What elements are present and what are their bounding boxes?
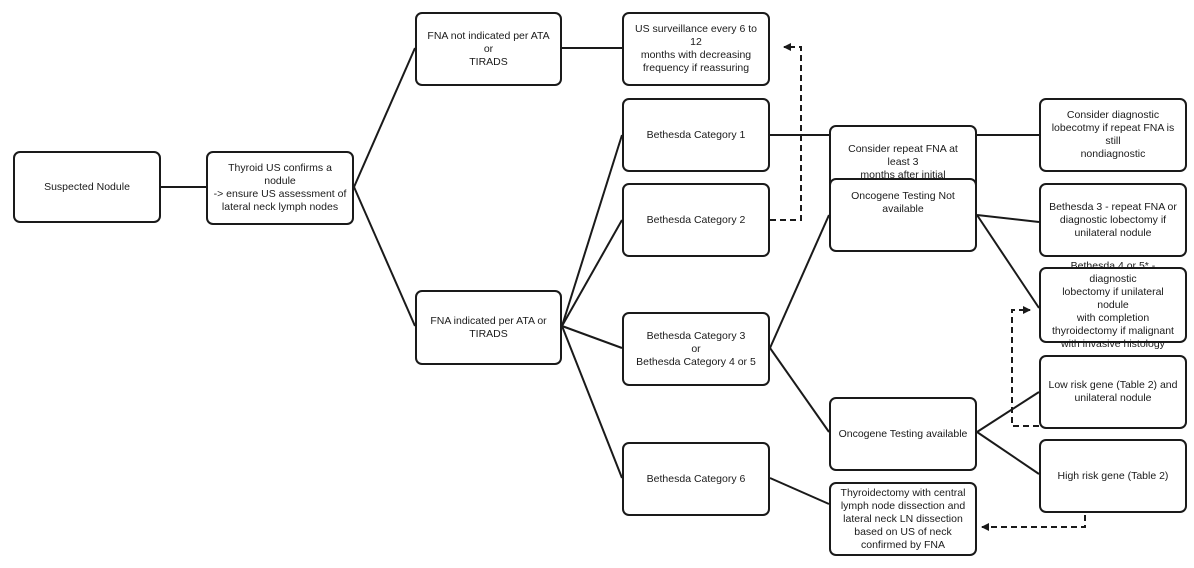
dashed-arrow-lowrisk-beth45r xyxy=(1011,306,1039,427)
dashed-arrow-highrisk-thyroidectomy xyxy=(981,515,1086,531)
edge-onc-not-beth45r xyxy=(976,214,1040,309)
edge-fna-ind-beth2 xyxy=(561,219,623,327)
edge-fna-ind-beth345 xyxy=(561,325,623,349)
node-bethesda-3-4-5: Bethesda Category 3 or Bethesda Category… xyxy=(622,312,770,386)
edge-thyroid-fna-not xyxy=(353,47,416,188)
node-suspected-nodule: Suspected Nodule xyxy=(13,151,161,223)
node-repeat-fna: Consider repeat FNA at least 3 months af… xyxy=(829,125,977,199)
node-oncogene-not-available: Oncogene Testing Not available xyxy=(829,178,977,252)
node-us-surveillance: US surveillance every 6 to 12 months wit… xyxy=(622,12,770,86)
node-diagnostic-lobectomy: Consider diagnostic lobecotmy if repeat … xyxy=(1039,98,1187,172)
node-thyroidectomy: Thyroidectomy with central lymph node di… xyxy=(829,482,977,556)
edge-beth345-onc-not xyxy=(769,214,830,349)
edge-beth6-thyroidectomy xyxy=(769,477,830,505)
dashed-arrow-beth2-surveil xyxy=(770,43,802,221)
node-thyroid-us: Thyroid US confirms a nodule -> ensure U… xyxy=(206,151,354,225)
node-bethesda-1: Bethesda Category 1 xyxy=(622,98,770,172)
edge-beth345-onc-av xyxy=(769,347,830,433)
node-fna-not-indicated: FNA not indicated per ATA or TIRADS xyxy=(415,12,562,86)
node-bethesda-4-5-lobectomy: Bethesda 4 or 5* - diagnostic lobectomy … xyxy=(1039,260,1187,350)
node-bethesda-3-repeat: Bethesda 3 - repeat FNA or diagnostic lo… xyxy=(1039,183,1187,257)
edge-onc-not-beth3r xyxy=(976,214,1040,223)
node-oncogene-available: Oncogene Testing available xyxy=(829,397,977,471)
edge-onc-av-highrisk xyxy=(976,431,1040,475)
node-bethesda-2: Bethesda Category 2 xyxy=(622,183,770,257)
node-fna-indicated: FNA indicated per ATA or TIRADS xyxy=(415,290,562,365)
edge-onc-av-lowrisk xyxy=(976,391,1040,433)
edge-fna-ind-beth1 xyxy=(561,134,623,327)
node-high-risk-gene: High risk gene (Table 2) xyxy=(1039,439,1187,513)
node-bethesda-6: Bethesda Category 6 xyxy=(622,442,770,516)
edge-fna-ind-beth6 xyxy=(561,325,623,479)
edge-thyroid-fna-ind xyxy=(353,186,416,327)
node-low-risk-gene: Low risk gene (Table 2) and unilateral n… xyxy=(1039,355,1187,429)
